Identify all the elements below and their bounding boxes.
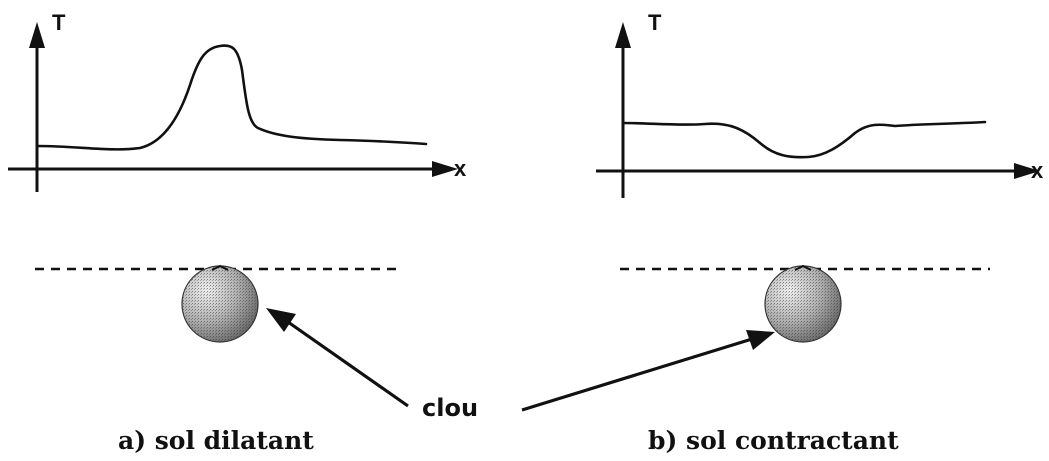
panel-contractant: T x bbox=[596, 10, 1044, 342]
arrow-icon bbox=[746, 330, 775, 350]
stress-curve-peak bbox=[37, 46, 426, 150]
y-axis-label: T bbox=[52, 10, 66, 35]
panel-dilatant: T x bbox=[8, 10, 467, 342]
arrow-icon bbox=[266, 308, 296, 332]
x-axis-label: x bbox=[454, 156, 467, 181]
nail-cross-section-icon bbox=[765, 266, 841, 342]
caption-dilatant: a) sol dilatant bbox=[118, 426, 314, 455]
x-axis-label: x bbox=[1031, 158, 1044, 183]
nail-callout: clou bbox=[266, 308, 775, 422]
nail-label: clou bbox=[422, 394, 478, 422]
y-axis-label: T bbox=[648, 10, 662, 35]
callout-arrow-left bbox=[288, 322, 408, 406]
callout-arrow-right bbox=[522, 339, 752, 410]
nail-cross-section-icon bbox=[182, 266, 258, 342]
y-axis-arrowhead-icon bbox=[29, 22, 45, 48]
stress-curve-trough bbox=[623, 122, 985, 157]
caption-contractant: b) sol contractant bbox=[648, 426, 899, 455]
y-axis-arrowhead-icon bbox=[615, 22, 631, 48]
